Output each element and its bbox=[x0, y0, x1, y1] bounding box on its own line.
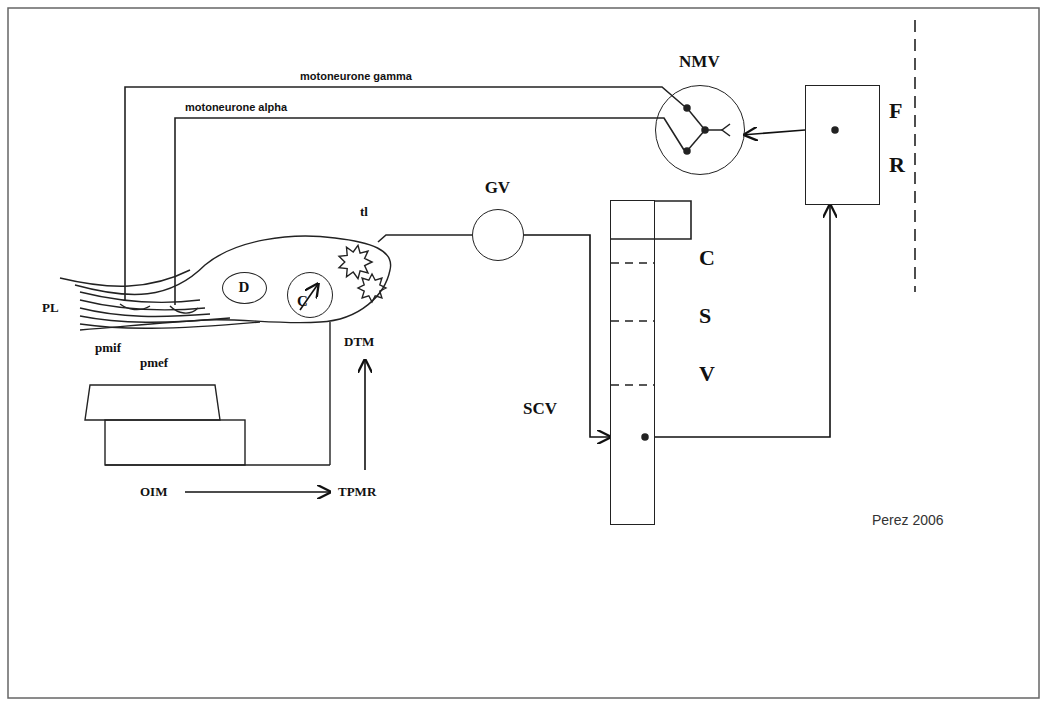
part-label: OIM bbox=[140, 484, 167, 500]
page-frame bbox=[8, 8, 1039, 698]
node-text: C bbox=[699, 245, 715, 271]
node-text: R bbox=[889, 152, 905, 178]
node-text: V bbox=[699, 361, 715, 387]
nucleus-circle: NMV bbox=[655, 85, 745, 175]
alpha-motoneurone-wire bbox=[175, 118, 684, 305]
signal-connector bbox=[655, 205, 830, 437]
column-segments bbox=[609, 199, 699, 529]
part-label: pmif bbox=[95, 340, 121, 356]
neuron-symbol bbox=[642, 105, 838, 440]
brain-box: FR bbox=[805, 85, 880, 205]
nerve-name: motoneurone gamma bbox=[300, 70, 412, 82]
node-text: C bbox=[297, 293, 308, 310]
tooth-oval: D bbox=[222, 272, 267, 304]
node-text: D bbox=[238, 279, 249, 296]
part-label: DTM bbox=[344, 334, 374, 350]
part-label: PL bbox=[42, 300, 59, 316]
part-label: pmef bbox=[140, 355, 168, 371]
node-text: SCV bbox=[523, 399, 557, 419]
nerve-name: motoneurone alpha bbox=[185, 101, 287, 113]
afferent-wire bbox=[378, 235, 472, 242]
credit-note: Perez 2006 bbox=[872, 512, 944, 528]
node-text: F bbox=[889, 98, 902, 124]
node-text: GV bbox=[485, 178, 511, 198]
signal-connector bbox=[524, 235, 610, 437]
node-text: S bbox=[699, 303, 711, 329]
spinal-column: CSVSCV bbox=[610, 200, 655, 525]
dashed-divider bbox=[914, 20, 916, 292]
gamma-motoneurone-wire bbox=[125, 87, 684, 300]
node-text: NMV bbox=[679, 52, 720, 72]
periodontium-illustration bbox=[60, 236, 391, 465]
part-label: TPMR bbox=[338, 484, 376, 500]
force-arrow bbox=[185, 284, 365, 492]
receptor-circle: C bbox=[287, 272, 333, 318]
signal-connector bbox=[745, 130, 805, 135]
part-label: tl bbox=[360, 204, 368, 220]
ganglion-circle: GV bbox=[472, 209, 524, 261]
